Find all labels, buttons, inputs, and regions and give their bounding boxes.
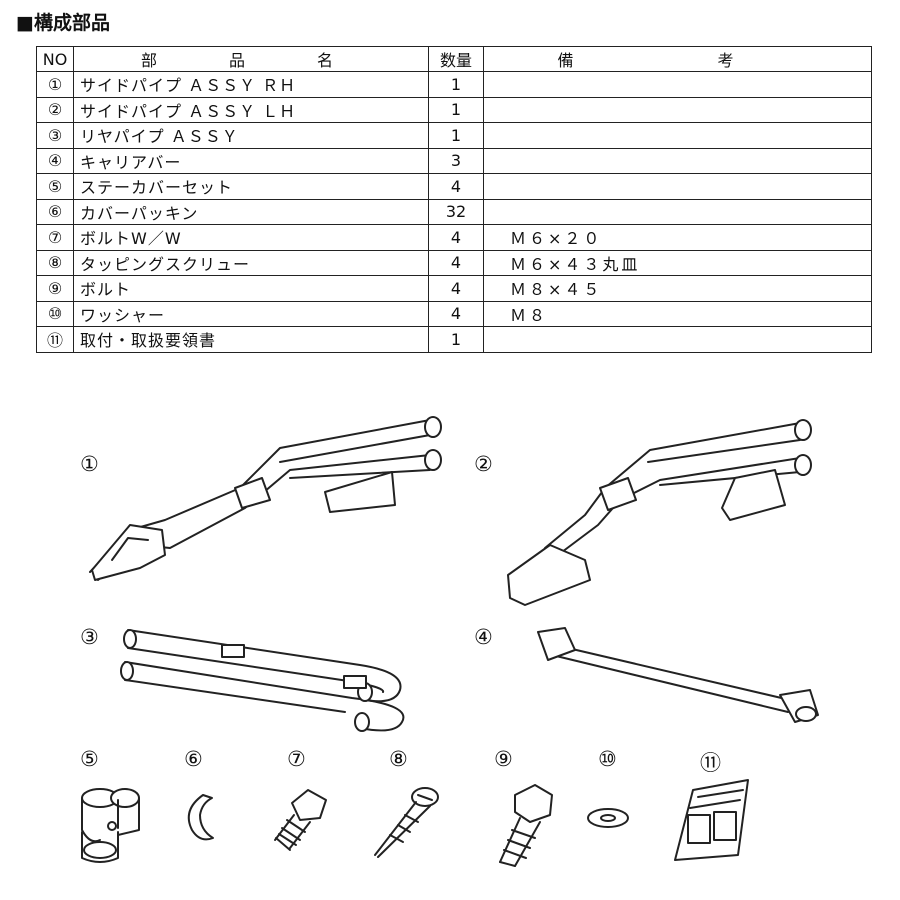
- row-qty: 4: [428, 249, 484, 276]
- row-no: ⑤: [36, 173, 74, 200]
- header-note: 備 考: [483, 46, 872, 72]
- figure-label-10: ⑩: [598, 747, 617, 771]
- instruction-manual-illustration: [674, 779, 749, 861]
- figure-label-11: ⑪: [700, 751, 721, 775]
- header-no: NO: [36, 46, 74, 72]
- section-title: ■構成部品: [16, 12, 110, 34]
- figure-label-3: ③: [80, 625, 99, 649]
- side-pipe-rh-illustration: [89, 416, 442, 581]
- row-note: [483, 326, 872, 353]
- row-qty: 1: [428, 71, 484, 98]
- row-qty: 4: [428, 224, 484, 251]
- cover-packing-illustration: [187, 794, 214, 841]
- row-name: 取付・取扱要領書: [73, 326, 429, 353]
- row-qty: 4: [428, 275, 484, 302]
- figure-label-4: ④: [474, 625, 493, 649]
- bolt-ww-illustration: [274, 789, 327, 851]
- stay-cover-set-illustration: [81, 788, 140, 863]
- figure-label-5: ⑤: [80, 747, 99, 771]
- row-name: ボルトW／W: [73, 224, 429, 251]
- row-note: Ｍ８×４５: [483, 275, 872, 302]
- row-note: [483, 122, 872, 149]
- row-qty: 4: [428, 300, 484, 327]
- row-no: ④: [36, 147, 74, 174]
- row-note: [483, 173, 872, 200]
- row-note: Ｍ６×２０: [483, 224, 872, 251]
- figure-label-2: ②: [474, 452, 493, 476]
- row-name: ワッシャー: [73, 300, 429, 327]
- header-name: 部 品 名: [73, 46, 429, 72]
- tapping-screw-illustration: [374, 787, 439, 858]
- row-qty: 1: [428, 122, 484, 149]
- figure-label-9: ⑨: [494, 747, 513, 771]
- figure-label-6: ⑥: [184, 747, 203, 771]
- row-no: ⑪: [36, 326, 74, 353]
- bolt-illustration: [499, 784, 553, 867]
- table-header-row: NO 部 品 名 数量 備 考: [36, 46, 872, 72]
- figure-label-1: ①: [80, 452, 99, 476]
- row-name: サイドパイプ ＡＳＳＹ ＬＨ: [73, 96, 429, 123]
- rear-pipe-illustration: [120, 629, 405, 732]
- row-note: Ｍ８: [483, 300, 872, 327]
- row-qty: 3: [428, 147, 484, 174]
- header-qty: 数量: [428, 46, 484, 72]
- side-pipe-lh-illustration: [507, 419, 812, 606]
- washer-illustration: [587, 808, 629, 828]
- figure-label-8: ⑧: [389, 747, 408, 771]
- row-no: ⑩: [36, 300, 74, 327]
- figure-label-7: ⑦: [287, 747, 306, 771]
- carrier-bar-illustration: [537, 627, 819, 723]
- row-name: タッピングスクリュー: [73, 249, 429, 276]
- row-name: ステーカバーセット: [73, 173, 429, 200]
- row-note: Ｍ６×４３丸皿: [483, 249, 872, 276]
- row-name: カバーパッキン: [73, 198, 429, 225]
